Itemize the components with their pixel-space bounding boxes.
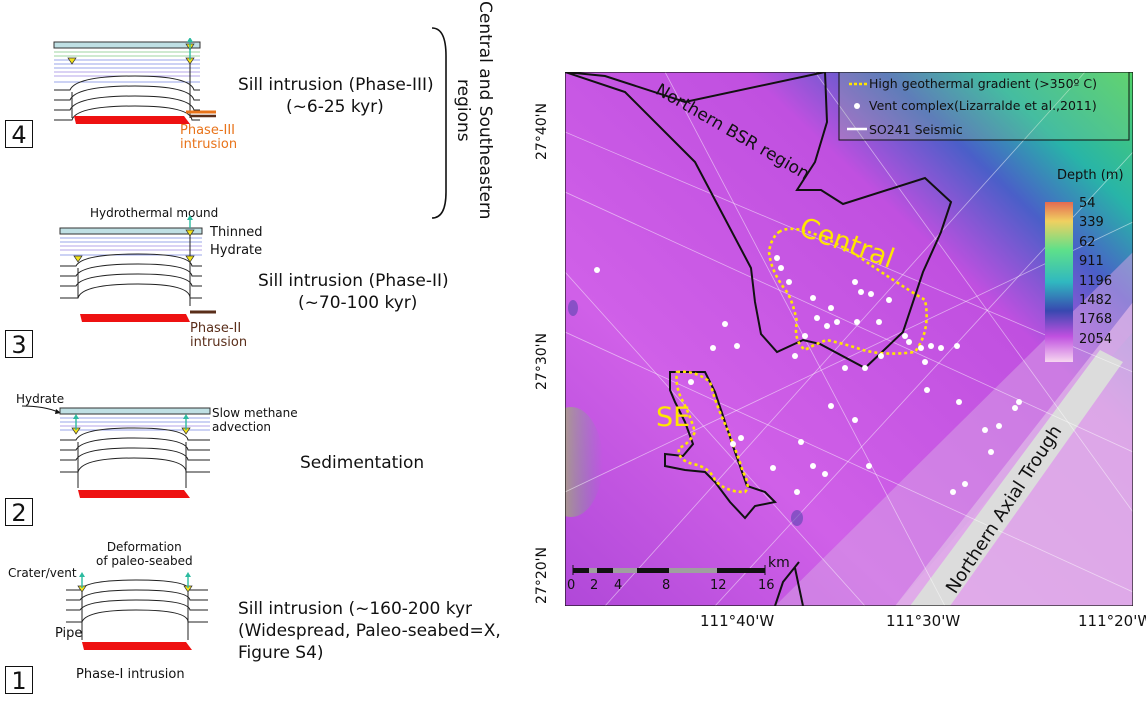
sill-body bbox=[78, 490, 190, 498]
sill-body bbox=[80, 314, 190, 322]
longitude-tick-label: 111°20'W bbox=[1078, 612, 1146, 630]
latitude-tick-label: 27°30'N bbox=[534, 333, 550, 390]
stage-4-caption: Sill intrusion (Phase-III) (~6-25 kyr) bbox=[238, 75, 434, 117]
se-geothermal-outline bbox=[675, 370, 749, 494]
stage-3-caption: Sill intrusion (Phase-II) (~70-100 kyr) bbox=[258, 271, 449, 313]
depth-tick-label: 911 bbox=[1079, 254, 1104, 270]
map-legend bbox=[838, 72, 1130, 141]
scale-bar bbox=[572, 565, 766, 575]
scale-tick-label: 8 bbox=[662, 578, 671, 593]
depth-tick-label: 1768 bbox=[1079, 312, 1113, 328]
scale-tick-label: 12 bbox=[710, 578, 727, 593]
deformation-label: Deformation of paleo-seabed bbox=[96, 540, 193, 568]
depth-tick-label: 62 bbox=[1079, 234, 1096, 250]
hydrate-layer bbox=[59, 407, 211, 415]
stage-4-diagram bbox=[53, 38, 216, 124]
latitude-tick-label: 27°40'N bbox=[534, 103, 550, 160]
depth-tick-label: 54 bbox=[1079, 196, 1096, 211]
depth-tick-label: 339 bbox=[1079, 215, 1104, 231]
stage-number-3: 3 bbox=[5, 330, 33, 359]
longitude-tick-label: 111°30'W bbox=[886, 612, 961, 630]
vent-marker bbox=[73, 255, 83, 263]
folded-strata bbox=[54, 52, 200, 121]
scale-tick-label: 16 bbox=[758, 578, 775, 593]
scale-tick-label: 0 bbox=[567, 578, 576, 593]
south-outline bbox=[774, 561, 804, 606]
vent-marker bbox=[185, 255, 195, 263]
stage-2-diagram bbox=[21, 405, 211, 498]
hydrate-layer bbox=[53, 41, 201, 49]
region-label: Central and Southeastern regions bbox=[453, 0, 495, 220]
legend-geothermal: High geothermal gradient (>350º C) bbox=[869, 76, 1097, 91]
bsr-region-outline bbox=[565, 72, 953, 370]
pipe-label: Pipe bbox=[55, 626, 83, 641]
vent-marker bbox=[67, 57, 77, 65]
hydrate-layer bbox=[59, 227, 203, 235]
crater-vent-label: Crater/vent bbox=[8, 566, 77, 580]
stage-number-4: 4 bbox=[5, 120, 33, 149]
stage-3-diagram bbox=[59, 215, 216, 322]
depth-colorbar bbox=[1045, 202, 1073, 362]
depth-tick-label: 2054 bbox=[1079, 331, 1113, 347]
central-geothermal-outline bbox=[767, 227, 928, 355]
phase-2-intrusion-label: Phase-II intrusion bbox=[190, 321, 248, 350]
mound-label: Hydrothermal mound bbox=[90, 206, 219, 220]
hydrate-label: Hydrate bbox=[210, 243, 263, 258]
legend-vent: Vent complex(Lizarralde et al.,2011) bbox=[869, 98, 1097, 113]
region-bracket bbox=[431, 27, 447, 219]
phase-3-intrusion-label: Phase-III intrusion bbox=[180, 123, 238, 152]
stage-number-2: 2 bbox=[5, 498, 33, 527]
longitude-tick-label: 111°40'W bbox=[700, 612, 775, 630]
vent-complexes bbox=[594, 255, 1022, 495]
axial-trough bbox=[910, 350, 1123, 606]
latitude-tick-label: 27°20'N bbox=[534, 547, 550, 604]
scale-tick-label: 2 bbox=[590, 578, 599, 593]
hydrate-label: Hydrate bbox=[16, 392, 65, 406]
advection-label: Slow methane advection bbox=[212, 406, 298, 434]
sill-body bbox=[74, 116, 190, 124]
legend-seismic: SO241 Seismic bbox=[869, 122, 963, 137]
depth-tick-label: 1482 bbox=[1079, 293, 1113, 308]
scale-unit: km bbox=[768, 555, 790, 571]
stage-number-1: 1 bbox=[5, 666, 33, 695]
sediment-layers-colored bbox=[54, 51, 200, 83]
bathymetry-map bbox=[565, 72, 1133, 606]
scale-tick-label: 4 bbox=[614, 578, 623, 593]
depth-tick-label: 1196 bbox=[1079, 273, 1113, 289]
stage-1-caption: Sill intrusion (~160-200 kyr (Widespread… bbox=[238, 599, 501, 663]
western-knoll bbox=[565, 407, 603, 517]
stage-1-diagram bbox=[66, 572, 208, 650]
folded-strata bbox=[60, 427, 210, 488]
folded-strata bbox=[60, 236, 202, 306]
depth-title: Depth (m) bbox=[1057, 168, 1124, 183]
vent-marker bbox=[185, 229, 195, 237]
se-region-outline bbox=[664, 371, 778, 520]
sill-body bbox=[82, 642, 192, 650]
thinned-label: Thinned bbox=[210, 225, 263, 240]
se-label: SE bbox=[656, 402, 691, 433]
stage-2-caption: Sedimentation bbox=[300, 453, 425, 473]
phase-1-intrusion-label: Phase-I intrusion bbox=[76, 667, 185, 682]
